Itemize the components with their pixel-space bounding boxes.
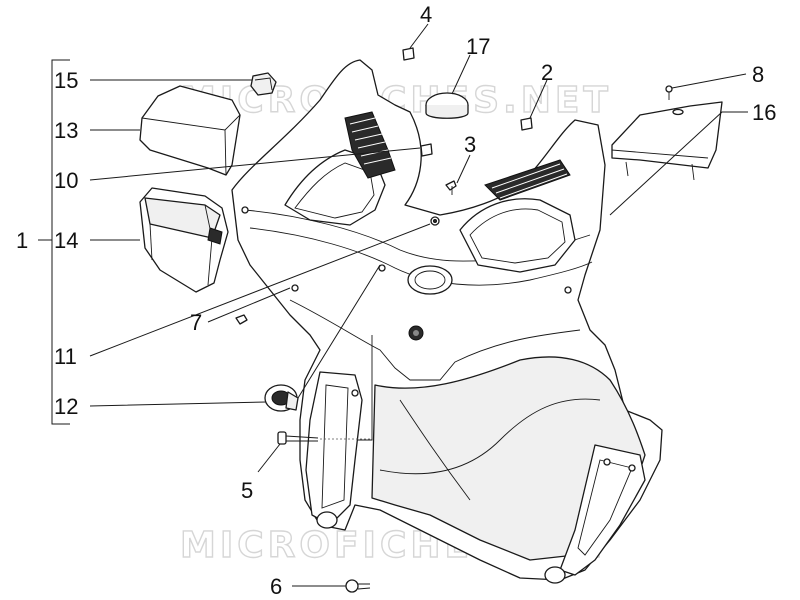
leader-lines [38,23,748,587]
part-13-lid [139,85,241,176]
label-part-15: 15 [54,68,78,93]
label-part-17: 17 [466,34,490,59]
part-12-nut [264,384,299,412]
label-part-5: 5 [241,478,253,503]
part-15-knob [250,72,277,96]
label-part-13: 13 [54,118,78,143]
label-part-2: 2 [541,60,553,85]
label-part-4: 4 [420,2,432,27]
label-part-7: 7 [190,310,202,335]
part-labels: 1 15 13 10 14 7 11 12 5 6 4 17 2 3 8 16 [16,2,776,599]
part-11-screw [430,216,440,226]
part-5-bolt [277,431,372,445]
label-part-10: 10 [54,168,78,193]
part-16-panel [611,101,723,181]
label-part-14: 14 [54,228,78,253]
part-14-glove-box [139,187,229,293]
label-part-8: 8 [752,62,764,87]
label-part-11: 11 [54,344,77,369]
part-7-screw [235,314,248,325]
part-6-screw [345,579,371,593]
left-vent-grille [344,111,396,179]
label-part-16: 16 [752,100,776,125]
label-part-3: 3 [464,132,476,157]
part-3-screw [445,180,457,195]
part-4-clip [402,47,415,61]
part-8-screw [665,85,673,100]
part-2-clip [520,117,533,131]
part-10-clip [420,143,433,157]
label-part-6: 6 [270,574,282,599]
label-part-12: 12 [54,394,78,419]
label-part-1: 1 [16,228,28,253]
inner-shield-body [231,59,663,584]
ignition-hole [407,265,453,295]
right-vent-grille [484,159,571,201]
part-17-cap [425,92,469,119]
